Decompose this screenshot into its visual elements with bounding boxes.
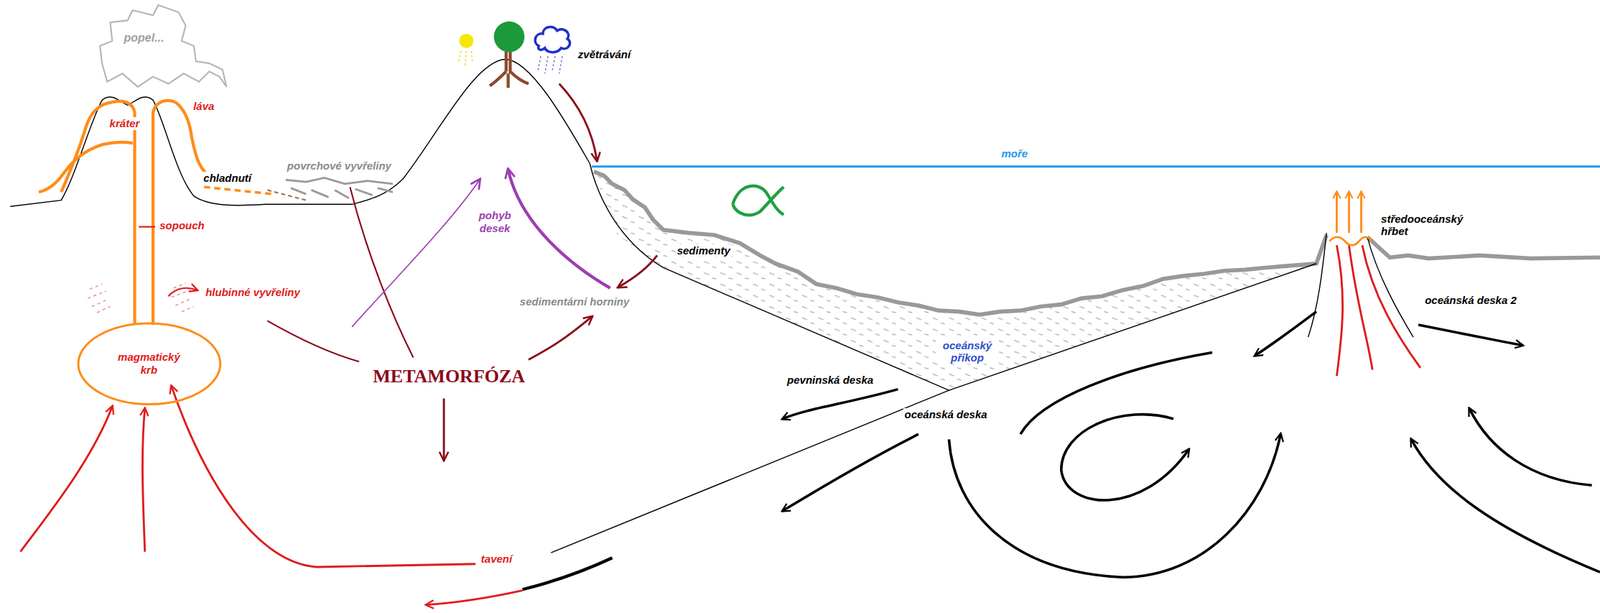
lava-flow: [175, 101, 215, 180]
melting-arrow: [426, 590, 523, 605]
plate-motion-arrow: [782, 389, 899, 419]
weathering-arrow: [559, 84, 598, 161]
oceanic-plate-top: [550, 263, 1317, 553]
lava-label: láva: [191, 99, 216, 113]
lava-flow: [38, 142, 133, 192]
chamber-ellipse: [78, 323, 221, 405]
magma-chamber: magmatický krb: [76, 321, 222, 406]
magma-arrow: [20, 406, 113, 552]
intrusion-hatch: [171, 282, 194, 312]
trench-label: oceánský příkop: [935, 338, 999, 365]
plate-label: oceánská deska: [903, 407, 989, 421]
tree-trunk: [489, 45, 529, 88]
mantle-arrow: [1411, 438, 1600, 572]
lava-flow: [61, 101, 113, 192]
fish-symbol: [732, 185, 784, 216]
ridge-lava-arrow: [1335, 191, 1338, 233]
ridge-lava: [1329, 236, 1373, 245]
metamorphism-line: [349, 186, 413, 357]
plate-label: pevninská deska: [785, 373, 875, 386]
cooling-lava: [203, 186, 274, 194]
sedimentary-rock-label: sedimentární horniny: [518, 295, 632, 308]
crater-label: kráter: [108, 117, 142, 130]
sediment-label: sedimenty: [675, 244, 732, 257]
vent-label: sopouch: [157, 219, 207, 232]
continental-plate-edge: [589, 163, 949, 390]
ridge-magma: [1362, 244, 1421, 368]
slab-tail: [522, 557, 613, 589]
ridge-wall-left: [1308, 232, 1328, 337]
metamorphism-arrow: [528, 316, 592, 360]
vent-leader: [138, 226, 156, 228]
metamorphism-arrow: [443, 397, 446, 459]
uplift-arrow: [508, 169, 611, 288]
ash-cloud: [99, 5, 227, 87]
mantle-arrow: [782, 433, 919, 511]
mantle-arrow: [1061, 414, 1190, 500]
uplift-arrow: [351, 179, 480, 327]
plate-motion-arrow: [1418, 324, 1523, 345]
tree-crown: [494, 21, 525, 53]
cooling-label: chladnutí: [201, 171, 253, 184]
volcanic-vent: [152, 100, 176, 325]
mantle-arrow: [1469, 408, 1593, 486]
magma-arrow: [171, 385, 476, 567]
metamorphism-line: [267, 320, 360, 362]
rain: [537, 56, 563, 74]
plate-motion-label: pohyb desek: [468, 208, 522, 235]
sedimentation-arrow: [618, 254, 658, 287]
ridge-label: středooceánský hřbet: [1379, 212, 1476, 238]
surface-rocks: [285, 177, 393, 198]
intrusion-arrow: [168, 287, 197, 296]
sea-floor: [593, 171, 1327, 315]
mantle-arrow: [948, 433, 1281, 577]
ridge-magma: [1336, 244, 1343, 376]
chamber-label: magmatický krb: [109, 350, 189, 377]
cloud: [535, 27, 570, 53]
melting-label: tavení: [479, 552, 514, 565]
ash-label: popel...: [122, 31, 166, 45]
weathering-label: zvětrávání: [576, 48, 632, 61]
ridge-lava-arrow: [1347, 191, 1351, 233]
sediment-fill: [593, 171, 1317, 390]
magma-arrow: [142, 408, 145, 552]
mantle-arrow: [1020, 351, 1213, 434]
ridge-magma: [1348, 244, 1373, 370]
extrusive-rock-label: povrchové vyvřeliny: [285, 159, 393, 172]
intrusion-hatch: [87, 283, 110, 313]
ground-line: [10, 58, 590, 207]
intrusive-rock-label: hlubinné vyvřeliny: [203, 285, 302, 299]
sun: [458, 33, 474, 49]
sun-rays: [458, 50, 473, 66]
cooling-lava-brown: [267, 189, 306, 200]
sea-level: [591, 165, 1600, 168]
volcanic-vent: [112, 101, 135, 326]
mantle-arrow: [1255, 311, 1317, 356]
sea-floor-right: [1367, 236, 1600, 259]
plate-label: oceánská deska 2: [1423, 293, 1519, 306]
metamorphism-label: METAMORFÓZA: [371, 365, 527, 388]
sea-label: moře: [1000, 147, 1030, 160]
ridge-lava-arrow: [1360, 191, 1363, 233]
